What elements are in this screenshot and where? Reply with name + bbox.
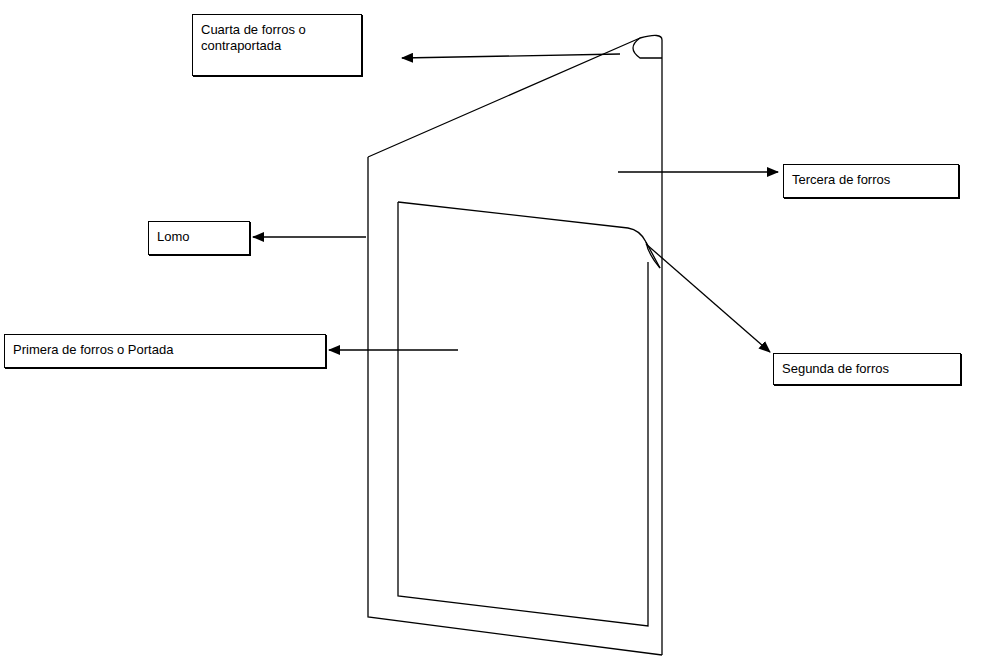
callout-box: Segunda de forros <box>773 353 961 385</box>
leader-line <box>618 171 778 172</box>
callout-label: Primera de forros o Portada <box>13 342 317 358</box>
leader-lines <box>253 54 778 352</box>
leader-line <box>402 54 620 58</box>
callout-box: Cuarta de forros o contraportada <box>192 14 362 76</box>
leader-line <box>253 236 366 237</box>
callout-box: Tercera de forros <box>783 164 959 198</box>
booklet-outline <box>368 35 662 655</box>
callout-label: Lomo <box>157 229 241 245</box>
callout-label: Segunda de forros <box>782 361 952 377</box>
callout-label: Tercera de forros <box>792 172 950 188</box>
callout-label: Cuarta de forros o contraportada <box>201 22 353 54</box>
callout-box: Primera de forros o Portada <box>4 334 326 368</box>
callout-box: Lomo <box>148 221 250 255</box>
leader-line <box>329 349 458 350</box>
leader-line <box>646 244 770 352</box>
